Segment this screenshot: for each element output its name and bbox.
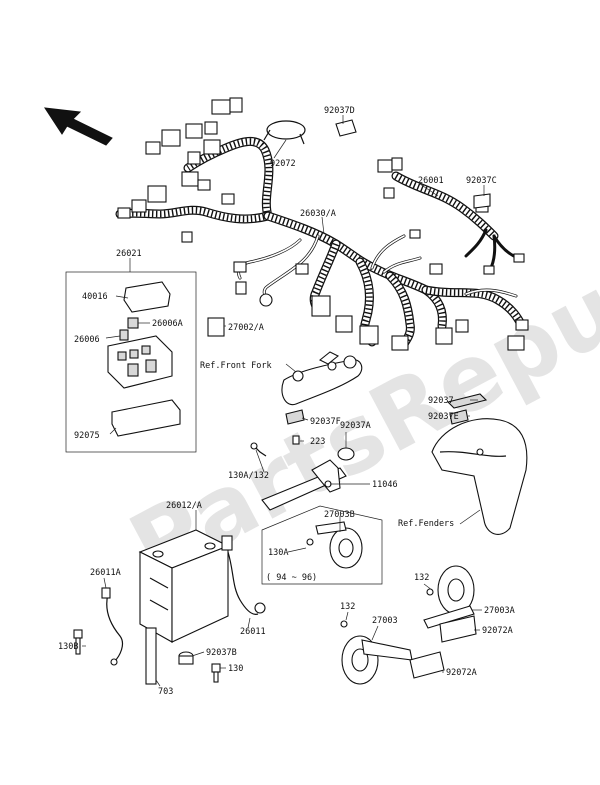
horn-27003 (340, 620, 413, 685)
label-ref-front-fork: Ref.Front Fork (200, 361, 272, 371)
label-26030A: 26030/A (300, 209, 336, 219)
front-fork-bracket (281, 351, 363, 406)
bracket-92072A-lower (409, 651, 445, 679)
relay-27002A (207, 317, 225, 337)
battery-lead-26011 (221, 535, 266, 615)
label-92037: 92037 (428, 396, 454, 406)
fuse-box-cover-40016 (123, 281, 171, 313)
label-130A: 130A (268, 548, 288, 558)
label-27003B: 27003B (324, 510, 355, 520)
fuse-26006 (119, 329, 129, 341)
label-11046: 11046 (372, 480, 398, 490)
label-26011A: 26011A (90, 568, 121, 578)
cap-92037B (178, 651, 194, 665)
label-26011: 26011 (240, 627, 266, 637)
bolt-223 (292, 435, 300, 445)
label-40016: 40016 (82, 292, 108, 302)
label-27002A: 27002/A (228, 323, 264, 333)
label-ref-fenders: Ref.Fenders (398, 519, 454, 529)
label-703: 703 (158, 687, 173, 697)
label-132-b: 132 (340, 602, 355, 612)
label-92037F: 92037F (310, 417, 341, 427)
bracket-92072A-upper (439, 615, 477, 643)
label-92037C: 92037C (466, 176, 497, 186)
label-92075: 92075 (74, 431, 100, 441)
label-26021: 26021 (116, 249, 142, 259)
label-92072: 92072 (270, 159, 296, 169)
label-27003: 27003 (372, 616, 398, 626)
label-92037E: 92037E (428, 412, 459, 422)
battery-26012A (138, 529, 230, 643)
horn-group-frame (261, 505, 383, 585)
horn-27003A (423, 565, 475, 629)
leader-lines (82, 115, 485, 687)
main-harness (115, 97, 529, 351)
label-26001: 26001 (418, 176, 444, 186)
clip-92037C (473, 193, 491, 209)
fuse-box-cover-92075 (111, 399, 181, 437)
tube-703 (145, 627, 157, 685)
horn-27003B (306, 521, 363, 569)
label-92072A-2: 92072A (446, 668, 477, 678)
fuse-box-group-frame (65, 271, 197, 453)
rear-fender-bracket (431, 393, 528, 535)
fuse-box-body (107, 335, 173, 389)
label-26006A: 26006A (152, 319, 183, 329)
label-92037B: 92037B (206, 648, 237, 658)
clip-92037F (285, 409, 305, 425)
battery-lead-26011A (101, 587, 124, 666)
label-130: 130 (228, 664, 243, 674)
label-130A132: 130A/132 (228, 471, 269, 481)
label-92072A-1: 92072A (482, 626, 513, 636)
clip-92037A (337, 447, 355, 461)
fuse-26006A (127, 317, 139, 329)
label-26012A: 26012/A (166, 501, 202, 511)
label-132-a: 132 (414, 573, 429, 583)
bolt-130B (73, 629, 83, 655)
clip-92037D (335, 119, 357, 137)
label-27003A: 27003A (484, 606, 515, 616)
label-130B: 130B (58, 642, 78, 652)
label-92037A: 92037A (340, 421, 371, 431)
front-arrow-icon (43, 107, 113, 146)
band-92072 (263, 120, 306, 145)
label-223: 223 (310, 437, 325, 447)
label-92037D: 92037D (324, 106, 355, 116)
bolt-130 (211, 663, 221, 683)
label-26006: 26006 (74, 335, 100, 345)
part-labels: 92037D 92072 26001 92037C 26030/A 26021 … (58, 106, 515, 697)
label-years: ( 94 ~ 96) (266, 573, 317, 583)
